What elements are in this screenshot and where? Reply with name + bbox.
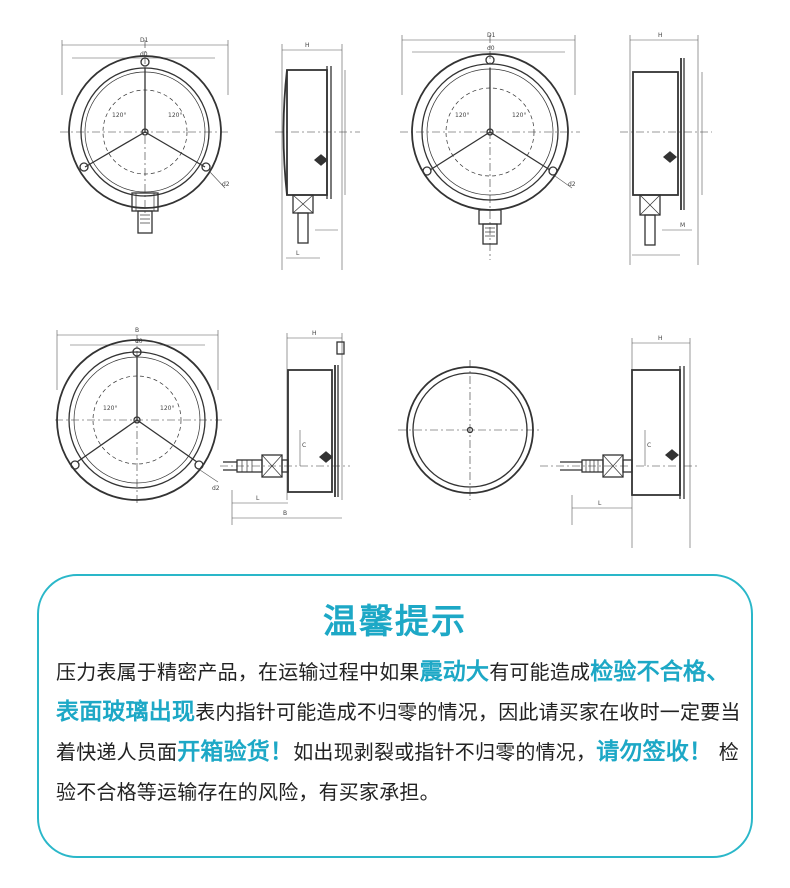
angle-label-right: 120° bbox=[168, 112, 182, 119]
dim-label-b1: B bbox=[283, 510, 287, 517]
notice-highlight-inspect-on-delivery: 开箱验货！ bbox=[177, 739, 294, 765]
notice-text-segment: 如出现剥裂或指针不归零的情况， bbox=[293, 740, 597, 764]
dim-label-d-c: d0 bbox=[135, 338, 143, 345]
drawing-6-side-view: H C L B bbox=[220, 330, 350, 525]
dim-label-h3: H bbox=[312, 330, 317, 337]
notice-body: 压力表属于精密产品，在运输过程中如果震动大有可能造成检验不合格、表面玻璃出现表内… bbox=[56, 652, 746, 812]
angle-label-right-b: 120° bbox=[512, 112, 526, 119]
dim-label-b: B bbox=[135, 327, 139, 334]
dim-label-l2: L bbox=[256, 495, 260, 502]
technical-drawings: D1 d0 120° 120° d2 H bbox=[55, 32, 712, 548]
notice-box: 温馨提示 压力表属于精密产品，在运输过程中如果震动大有可能造成检验不合格、表面玻… bbox=[37, 574, 753, 858]
dim-label-d2-c: d2 bbox=[212, 485, 220, 492]
dim-label-h4: H bbox=[658, 335, 663, 342]
drawing-5-front-view: B d0 120° 120° d2 bbox=[55, 327, 222, 505]
notice-text-segment: 表内指针可能造成不归零的情况，因此请买家在收时一定要当着快递人员面 bbox=[56, 700, 741, 764]
dim-label-d2-b: d2 bbox=[568, 181, 576, 188]
dim-label-d2: d2 bbox=[222, 181, 230, 188]
notice-title: 温馨提示 bbox=[323, 602, 467, 642]
dim-label-h2: H bbox=[658, 32, 663, 39]
drawing-3-front-view: D1 d0 120° 120° d2 bbox=[400, 32, 580, 260]
angle-label-right-c: 120° bbox=[160, 405, 174, 412]
notice-highlight-strong-vibration: 震动大 bbox=[419, 659, 490, 685]
dim-label-d: d0 bbox=[140, 51, 148, 58]
angle-label-left: 120° bbox=[112, 112, 126, 119]
dim-label-c1: C bbox=[302, 442, 306, 449]
angle-label-left-c: 120° bbox=[103, 405, 117, 412]
dim-label-d1: D1 bbox=[140, 37, 149, 44]
notice-highlight-refuse-signing: 请勿签收！ bbox=[596, 739, 713, 765]
drawing-4-side-view: H M bbox=[620, 32, 712, 265]
drawing-1-front-view: D1 d0 120° 120° d2 bbox=[60, 37, 230, 234]
dim-label-d1-b: D1 bbox=[487, 32, 496, 39]
dim-label-c2: C bbox=[647, 442, 651, 449]
dim-label-h1: H bbox=[305, 42, 310, 49]
drawing-8-side-view: H C L bbox=[540, 335, 700, 548]
notice-highlight-inspection-failure: 检验不合格、表面玻璃出现 bbox=[56, 659, 730, 725]
angle-label-left-b: 120° bbox=[455, 112, 469, 119]
notice-text-segment: 有可能造成 bbox=[489, 660, 591, 684]
notice-text-segment: 检验不合格等运输存在的风险，有买家承担。 bbox=[56, 740, 739, 804]
dim-label-m: M bbox=[680, 222, 685, 229]
drawing-2-side-view: H L bbox=[275, 42, 360, 270]
notice-text-segment: 压力表属于精密产品，在运输过程中如果 bbox=[56, 660, 420, 684]
dim-label-d-b: d0 bbox=[487, 45, 495, 52]
drawing-7-front-view bbox=[398, 360, 542, 500]
dim-label-l3: L bbox=[598, 500, 602, 507]
dim-label-l1: L bbox=[296, 250, 300, 257]
